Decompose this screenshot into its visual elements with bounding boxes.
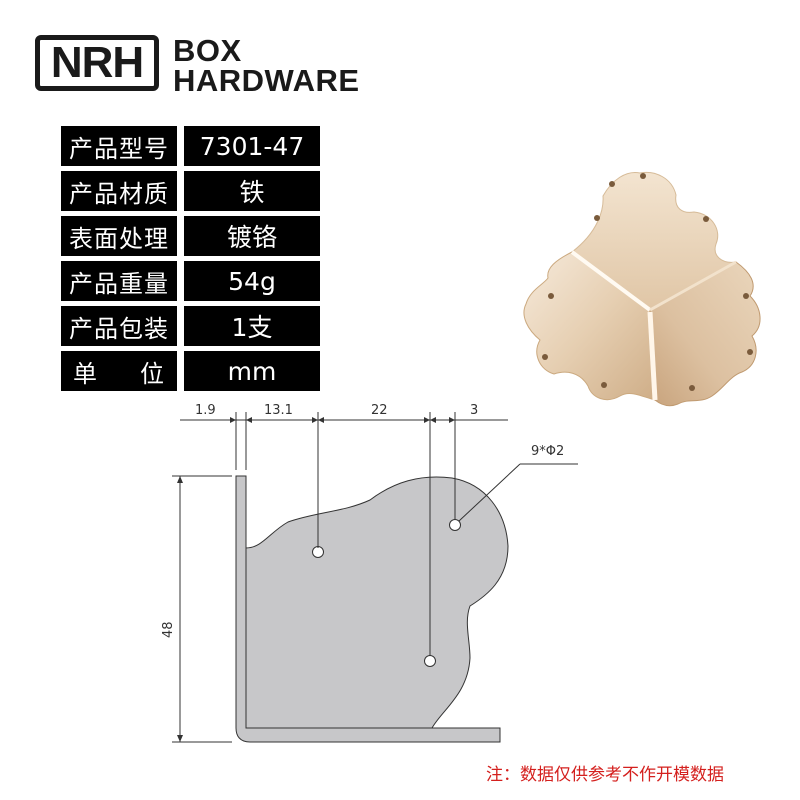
brand-name: BOX HARDWARE bbox=[173, 33, 360, 98]
spec-row: 产品材质 铁 bbox=[61, 171, 320, 211]
disclaimer-note: 注：数据仅供参考不作开模数据 bbox=[486, 765, 724, 785]
product-top-face bbox=[571, 171, 737, 311]
spec-value: 镀铬 bbox=[184, 216, 320, 256]
hole-callout: 9*Φ2 bbox=[531, 444, 564, 459]
spec-label: 产品型号 bbox=[61, 126, 177, 166]
spec-row: 表面处理 镀铬 bbox=[61, 216, 320, 256]
brand-logo: NRH bbox=[35, 35, 159, 91]
brand-logo-text: NRH bbox=[50, 38, 144, 87]
spec-table: 产品型号 7301-47 产品材质 铁 表面处理 镀铬 产品重量 54g 产品包… bbox=[61, 126, 320, 396]
technical-drawing bbox=[172, 412, 578, 743]
spec-value: mm bbox=[184, 351, 320, 391]
spec-value: 54g bbox=[184, 261, 320, 301]
dim-label: 1.9 bbox=[195, 403, 216, 418]
spec-value: 7301-47 bbox=[184, 126, 320, 166]
dim-label: 22 bbox=[371, 403, 388, 418]
height-dimension: 48 bbox=[161, 621, 176, 638]
spec-row: 产品重量 54g bbox=[61, 261, 320, 301]
product-right-face bbox=[649, 261, 761, 407]
spec-label-part: 位 bbox=[140, 359, 165, 388]
dim-label: 3 bbox=[470, 403, 478, 418]
spec-label: 产品材质 bbox=[61, 171, 177, 211]
spec-row: 产品型号 7301-47 bbox=[61, 126, 320, 166]
spec-label: 产品包装 bbox=[61, 306, 177, 346]
product-photo bbox=[523, 171, 761, 407]
dim-label: 13.1 bbox=[264, 403, 293, 418]
product-left-face bbox=[523, 251, 656, 401]
brand-name-line1: BOX bbox=[173, 33, 242, 68]
spec-row: 单 位 mm bbox=[61, 351, 320, 391]
spec-label: 单 位 bbox=[61, 351, 177, 391]
brand-name-line2: HARDWARE bbox=[173, 63, 360, 98]
drawing-outline bbox=[235, 475, 509, 743]
spec-value: 铁 bbox=[184, 171, 320, 211]
spec-label-part: 单 bbox=[73, 359, 98, 388]
spec-value: 1支 bbox=[184, 306, 320, 346]
spec-label: 表面处理 bbox=[61, 216, 177, 256]
spec-row: 产品包装 1支 bbox=[61, 306, 320, 346]
spec-label: 产品重量 bbox=[61, 261, 177, 301]
